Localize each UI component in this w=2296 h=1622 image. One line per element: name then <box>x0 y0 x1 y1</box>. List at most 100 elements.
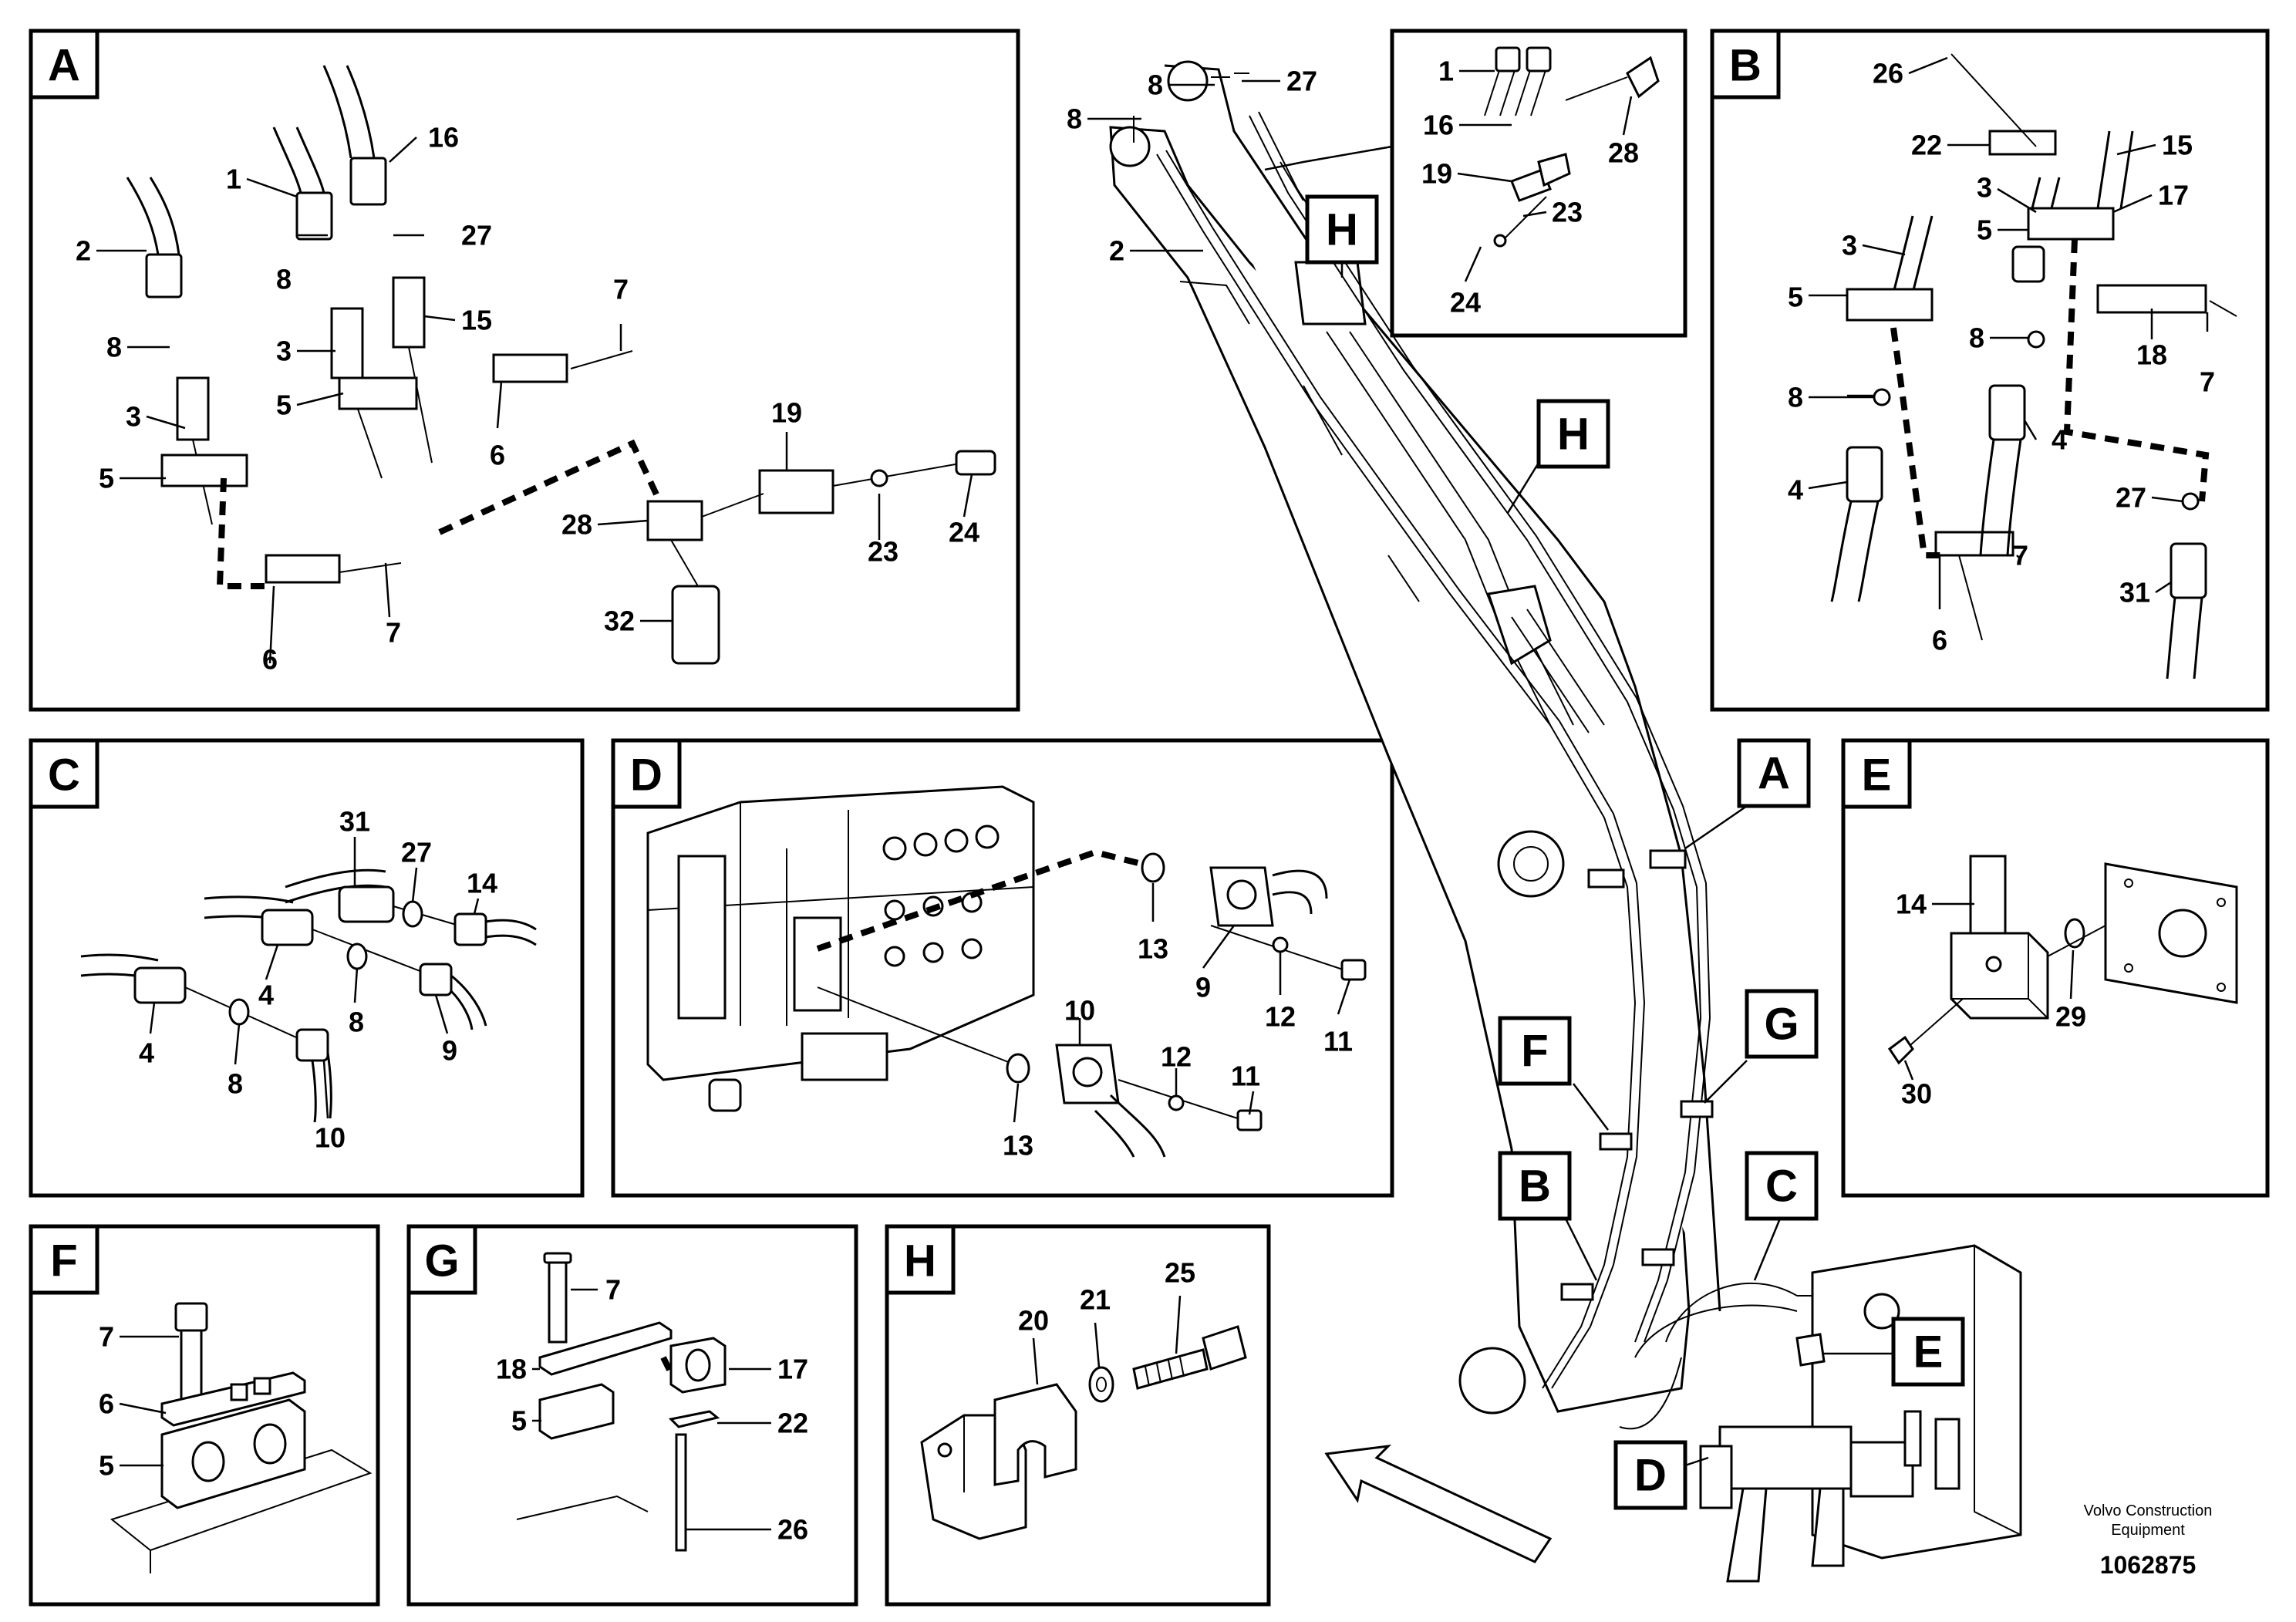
e-callout-30: 30 <box>1901 1078 1932 1110</box>
d-callout-13a: 13 <box>1138 933 1168 965</box>
inset-h-detail: 1 16 28 19 23 24 <box>1264 29 1687 338</box>
h-callout-20: 20 <box>1018 1305 1049 1337</box>
c-callout-27: 27 <box>401 837 432 868</box>
f-callout-6: 6 <box>99 1388 114 1420</box>
c-callout-9: 9 <box>442 1035 457 1067</box>
d-callout-9: 9 <box>1195 972 1211 1003</box>
b-callout-4b: 4 <box>2052 424 2067 456</box>
boom-tag-g: G <box>1764 1000 1799 1050</box>
panel-g: G 7 18 17 5 22 26 <box>406 1224 858 1607</box>
b-callout-6: 6 <box>1932 625 1947 656</box>
b-callout-5b: 5 <box>1788 282 1803 313</box>
boom-callouts: 8 8 27 2 <box>1067 66 1317 267</box>
b-callout-4a: 4 <box>1788 474 1803 506</box>
panel-c: C 31 27 14 <box>29 738 585 1198</box>
boom-section-tags: H H A F G B C E D <box>1305 194 1965 1510</box>
g-callout-17: 17 <box>777 1354 808 1385</box>
boom-tag-d: D <box>1634 1451 1667 1501</box>
b-callout-8a: 8 <box>1969 322 1984 354</box>
boom-tag-f: F <box>1521 1027 1548 1077</box>
b-callout-8b: 8 <box>1788 382 1803 413</box>
b-callout-15: 15 <box>2162 130 2193 161</box>
panel-d: D <box>611 738 1394 1198</box>
f-callout-7: 7 <box>99 1321 114 1353</box>
panel-b-tag: B <box>1729 41 1762 91</box>
panel-g-tag: G <box>424 1236 459 1286</box>
boom-tag-a: A <box>1758 749 1790 799</box>
a-callout-28: 28 <box>561 509 592 541</box>
a-callout-1: 1 <box>226 164 241 195</box>
b-callout-5a: 5 <box>1977 214 1992 246</box>
boom-tag-h-upper: H <box>1326 205 1358 255</box>
a-callout-6a: 6 <box>262 644 278 676</box>
b-callout-18: 18 <box>2136 339 2167 371</box>
boom-callout-8a: 8 <box>1067 103 1082 135</box>
boom-tag-h: H <box>1557 410 1590 460</box>
panel-b: B <box>1710 29 2270 712</box>
c-callout-10: 10 <box>315 1122 346 1154</box>
boom-tag-b: B <box>1519 1162 1551 1212</box>
c-callout-8b: 8 <box>228 1068 243 1100</box>
panel-e: E 14 29 30 <box>1841 738 2270 1198</box>
company-line2: Equipment <box>2111 1522 2185 1539</box>
b-callout-31: 31 <box>2119 577 2150 609</box>
a-callout-5b: 5 <box>276 389 292 421</box>
panel-c-tag: C <box>48 750 80 801</box>
panel-a: A <box>29 29 1020 712</box>
g-callout-26: 26 <box>777 1514 808 1546</box>
a-callout-6b: 6 <box>490 440 505 471</box>
d-callout-12a: 12 <box>1265 1001 1296 1033</box>
panel-a-tag: A <box>48 41 80 91</box>
a-callout-23: 23 <box>868 536 899 568</box>
d-callout-10: 10 <box>1064 995 1095 1027</box>
boom-callout-27: 27 <box>1286 66 1317 97</box>
panel-e-tag: E <box>1862 750 1892 801</box>
b-callout-17: 17 <box>2158 180 2189 211</box>
panel-f-tag: F <box>50 1236 77 1286</box>
company-line1: Volvo Construction <box>2084 1502 2213 1519</box>
b-callout-22: 22 <box>1911 130 1942 161</box>
footer: Volvo Construction Equipment 1062875 <box>2084 1502 2213 1579</box>
a-callout-8b: 8 <box>276 264 292 295</box>
h-callout-25: 25 <box>1165 1257 1195 1289</box>
a-callout-32: 32 <box>604 605 635 637</box>
control-valve <box>646 785 1035 1112</box>
d-callout-13b: 13 <box>1003 1130 1033 1162</box>
g-callout-5: 5 <box>511 1405 527 1437</box>
a-callout-24: 24 <box>949 517 979 548</box>
inset-callout-23: 23 <box>1552 197 1583 228</box>
a-callout-16: 16 <box>428 122 459 153</box>
h-callout-21: 21 <box>1080 1284 1111 1316</box>
inset-callout-1: 1 <box>1438 56 1454 87</box>
panel-h-tag: H <box>904 1236 936 1286</box>
c-callout-31: 31 <box>339 806 370 838</box>
d-callout-11b: 11 <box>1231 1061 1260 1092</box>
boom-callout-2: 2 <box>1109 235 1124 267</box>
c-callout-14: 14 <box>467 868 497 899</box>
a-callout-19: 19 <box>771 397 802 429</box>
c-callout-4a: 4 <box>258 980 274 1011</box>
inset-callout-16: 16 <box>1423 110 1454 141</box>
inset-callout-24: 24 <box>1450 287 1481 319</box>
e-callout-29: 29 <box>2055 1001 2086 1033</box>
a-callout-7a: 7 <box>386 617 401 649</box>
a-callout-8a: 8 <box>106 332 122 363</box>
inset-callout-28: 28 <box>1608 137 1639 169</box>
a-callout-3b: 3 <box>276 336 292 367</box>
c-callout-4b: 4 <box>139 1037 154 1069</box>
boom-illustration <box>1109 60 2022 1583</box>
b-callout-26: 26 <box>1873 58 1903 89</box>
panel-h: H 20 21 25 <box>885 1224 1271 1607</box>
boom-tag-e: E <box>1913 1327 1944 1378</box>
e-callout-14: 14 <box>1896 889 1927 920</box>
boom-callout-8b: 8 <box>1148 69 1163 101</box>
panel-d-tag: D <box>630 750 663 801</box>
drawing-number: 1062875 <box>2100 1551 2197 1579</box>
b-callout-7a: 7 <box>2200 366 2215 398</box>
d-callout-11a: 11 <box>1323 1026 1353 1057</box>
inset-callout-19: 19 <box>1421 158 1452 190</box>
d-callout-12b: 12 <box>1161 1041 1192 1073</box>
a-callout-3a: 3 <box>126 401 141 433</box>
a-callout-5a: 5 <box>99 463 114 494</box>
